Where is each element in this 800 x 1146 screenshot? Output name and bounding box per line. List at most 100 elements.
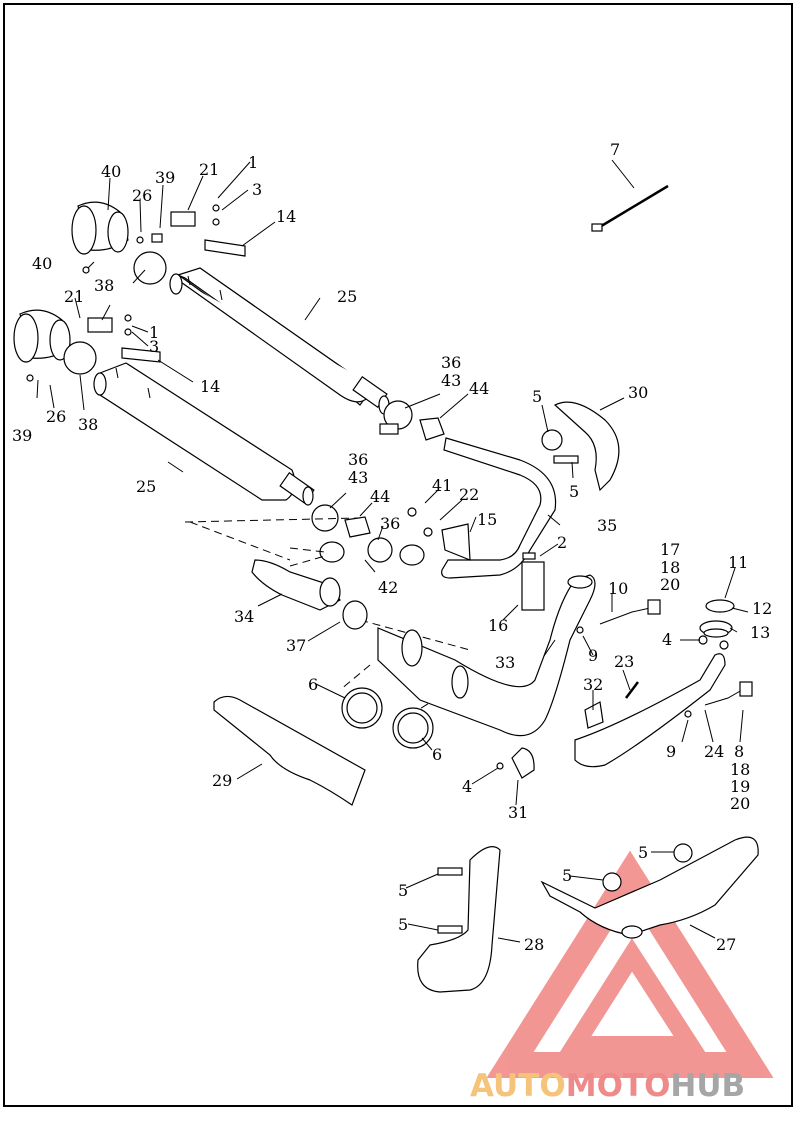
callout-38: 38 (78, 415, 98, 434)
callout-32: 32 (583, 675, 603, 694)
callout-20: 20 (730, 794, 750, 813)
watermark-logo (486, 850, 774, 1078)
diagram-frame (3, 3, 793, 1107)
heat-shield-29 (213, 695, 366, 806)
callout-13: 13 (750, 623, 770, 642)
callout-28: 28 (524, 935, 544, 954)
clamp-5b (553, 455, 579, 464)
callout-39: 39 (12, 426, 32, 445)
callout-2: 2 (557, 533, 567, 552)
adapter-42 (319, 541, 345, 563)
callout-15: 15 (477, 510, 497, 529)
callout-18: 18 (660, 558, 680, 577)
front-header-pipe (377, 574, 596, 737)
callout-14: 14 (276, 207, 296, 226)
rear-header-pipe (441, 437, 557, 579)
callout-33: 33 (495, 653, 515, 672)
strap-14-upper (204, 239, 246, 257)
clamp-38-lower (63, 341, 97, 375)
callout-25: 25 (337, 287, 357, 306)
gasket-12 (705, 599, 735, 613)
callout-21: 21 (199, 160, 219, 179)
callout-22: 22 (459, 485, 479, 504)
bracket-21-lower (87, 317, 113, 333)
callout-43: 43 (441, 371, 461, 390)
callout-11: 11 (728, 553, 748, 572)
callout-19: 19 (730, 777, 750, 796)
callout-7: 7 (610, 140, 620, 159)
callout-5: 5 (569, 482, 579, 501)
callout-4: 4 (662, 630, 672, 649)
bracket-32 (584, 701, 604, 729)
callout-14: 14 (200, 377, 220, 396)
callout-26: 26 (46, 407, 66, 426)
callout-24: 24 (704, 742, 724, 761)
callout-40: 40 (32, 254, 52, 273)
lower-muffler (93, 362, 315, 506)
stud-23 (625, 681, 639, 699)
callout-10: 10 (608, 579, 628, 598)
callout-44: 44 (469, 379, 489, 398)
callout-9: 9 (588, 646, 598, 665)
callout-36: 36 (441, 353, 461, 372)
callout-44: 44 (370, 487, 390, 506)
callout-17: 17 (660, 540, 680, 559)
bracket-16 (521, 561, 545, 611)
leader-lines (36, 159, 749, 943)
adapter-44-upper (419, 417, 445, 441)
callout-40: 40 (101, 162, 121, 181)
callout-37: 37 (286, 636, 306, 655)
watermark-text: AUTOMOTOHUB (470, 1068, 745, 1104)
callout-1: 1 (248, 153, 258, 172)
bracket-15 (441, 523, 471, 561)
callout-6: 6 (308, 675, 318, 694)
callout-43: 43 (348, 468, 368, 487)
callout-27: 27 (716, 935, 736, 954)
callout-3: 3 (149, 337, 159, 356)
end-cap-lower (13, 309, 71, 363)
watermark-hub: HUB (670, 1068, 745, 1104)
callout-36: 36 (348, 450, 368, 469)
callout-6: 6 (432, 745, 442, 764)
clamp-37 (342, 600, 368, 630)
callout-29: 29 (212, 771, 232, 790)
callout-26: 26 (132, 186, 152, 205)
callout-8: 8 (734, 742, 744, 761)
clamp-36-front (367, 537, 393, 563)
callout-35: 35 (597, 516, 617, 535)
watermark-moto: MOTO (566, 1068, 671, 1104)
callout-5: 5 (398, 915, 408, 934)
callouts: 1 3 14 21 39 40 26 38 25 7 40 21 1 3 14 … (12, 140, 772, 954)
watermark-auto: AUTO (470, 1068, 566, 1104)
callout-25: 25 (136, 477, 156, 496)
upper-muffler (169, 267, 390, 415)
sensor-10 (599, 607, 651, 625)
callout-39: 39 (155, 168, 175, 187)
strap-14-lower (121, 347, 161, 363)
adapter-44-lower (344, 516, 371, 538)
callout-36: 36 (380, 514, 400, 533)
front-header-lower (574, 653, 726, 768)
heat-shield-27 (540, 836, 759, 936)
heat-shield-28 (417, 846, 501, 993)
cable-strap (591, 184, 669, 232)
callout-5: 5 (562, 866, 572, 885)
callout-1: 1 (149, 323, 159, 342)
bracket-21-upper (170, 211, 196, 227)
clamp-36-lower (311, 504, 339, 532)
callout-5: 5 (398, 881, 408, 900)
callout-42: 42 (378, 578, 398, 597)
heat-shield-30 (553, 401, 620, 492)
end-cap-upper (71, 201, 129, 255)
callout-38: 38 (94, 276, 114, 295)
callout-20: 20 (660, 575, 680, 594)
callout-16: 16 (488, 616, 508, 635)
callout-18: 18 (730, 760, 750, 779)
callout-3: 3 (252, 180, 262, 199)
callout-30: 30 (628, 383, 648, 402)
clamp-5a (541, 429, 563, 451)
callout-31: 31 (508, 803, 528, 822)
callout-5: 5 (638, 843, 648, 862)
callout-9: 9 (666, 742, 676, 761)
